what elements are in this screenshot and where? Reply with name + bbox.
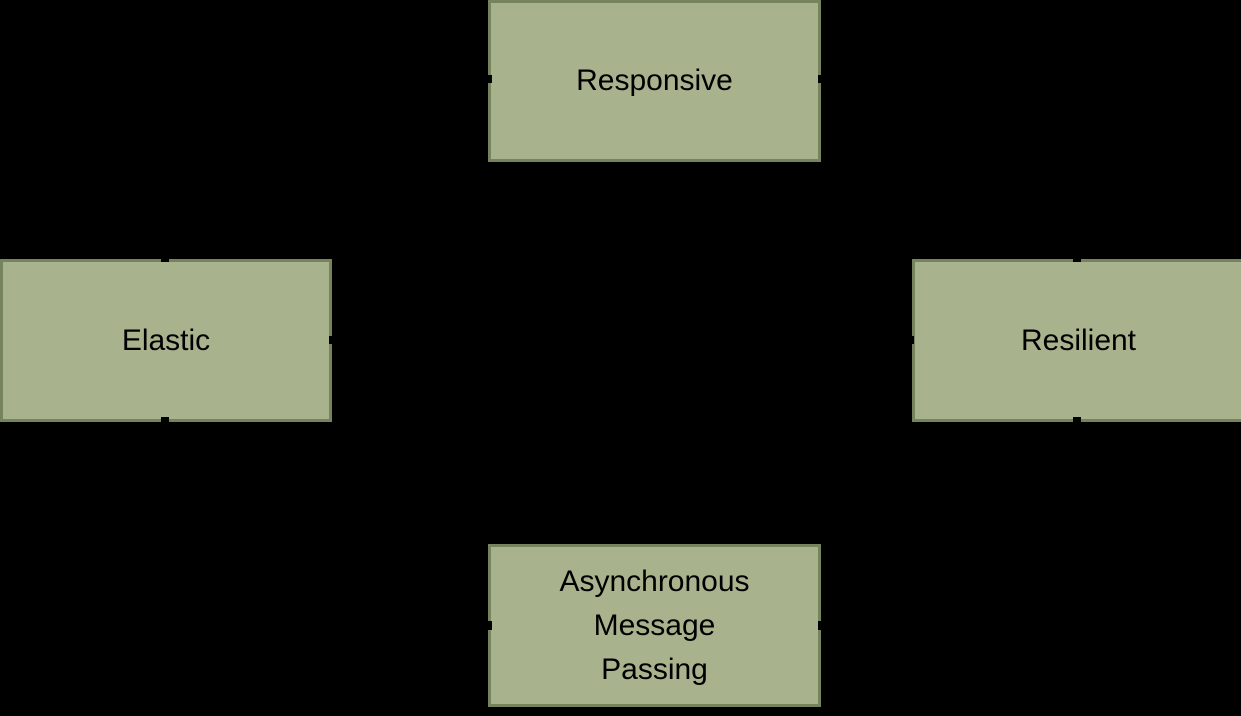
node-elastic: Elastic: [0, 259, 332, 422]
node-elastic-label: Elastic: [121, 323, 211, 357]
connector-stub-elastic-bottom: [161, 417, 169, 423]
connector-stub-message-right: [818, 621, 825, 630]
node-async-message-passing: Asynchronous Message Passing: [488, 544, 821, 707]
node-responsive-label: Responsive: [576, 64, 733, 97]
connector-stub-responsive-right: [818, 75, 825, 83]
node-responsive: Responsive: [488, 0, 821, 162]
connector-stub-elastic-right: [329, 336, 335, 344]
connector-stub-resilient-left: [908, 336, 914, 344]
node-async-message-passing-label: Asynchronous Message Passing: [559, 564, 750, 686]
node-resilient-label: Resilient: [1020, 323, 1137, 357]
connector-stub-resilient-top: [1073, 256, 1081, 262]
connector-stub-message-left: [485, 621, 492, 630]
node-resilient: Resilient: [912, 259, 1241, 422]
connector-stub-elastic-top: [161, 256, 169, 262]
connector-stub-responsive-left: [485, 75, 492, 83]
connector-stub-resilient-bottom: [1073, 417, 1081, 423]
